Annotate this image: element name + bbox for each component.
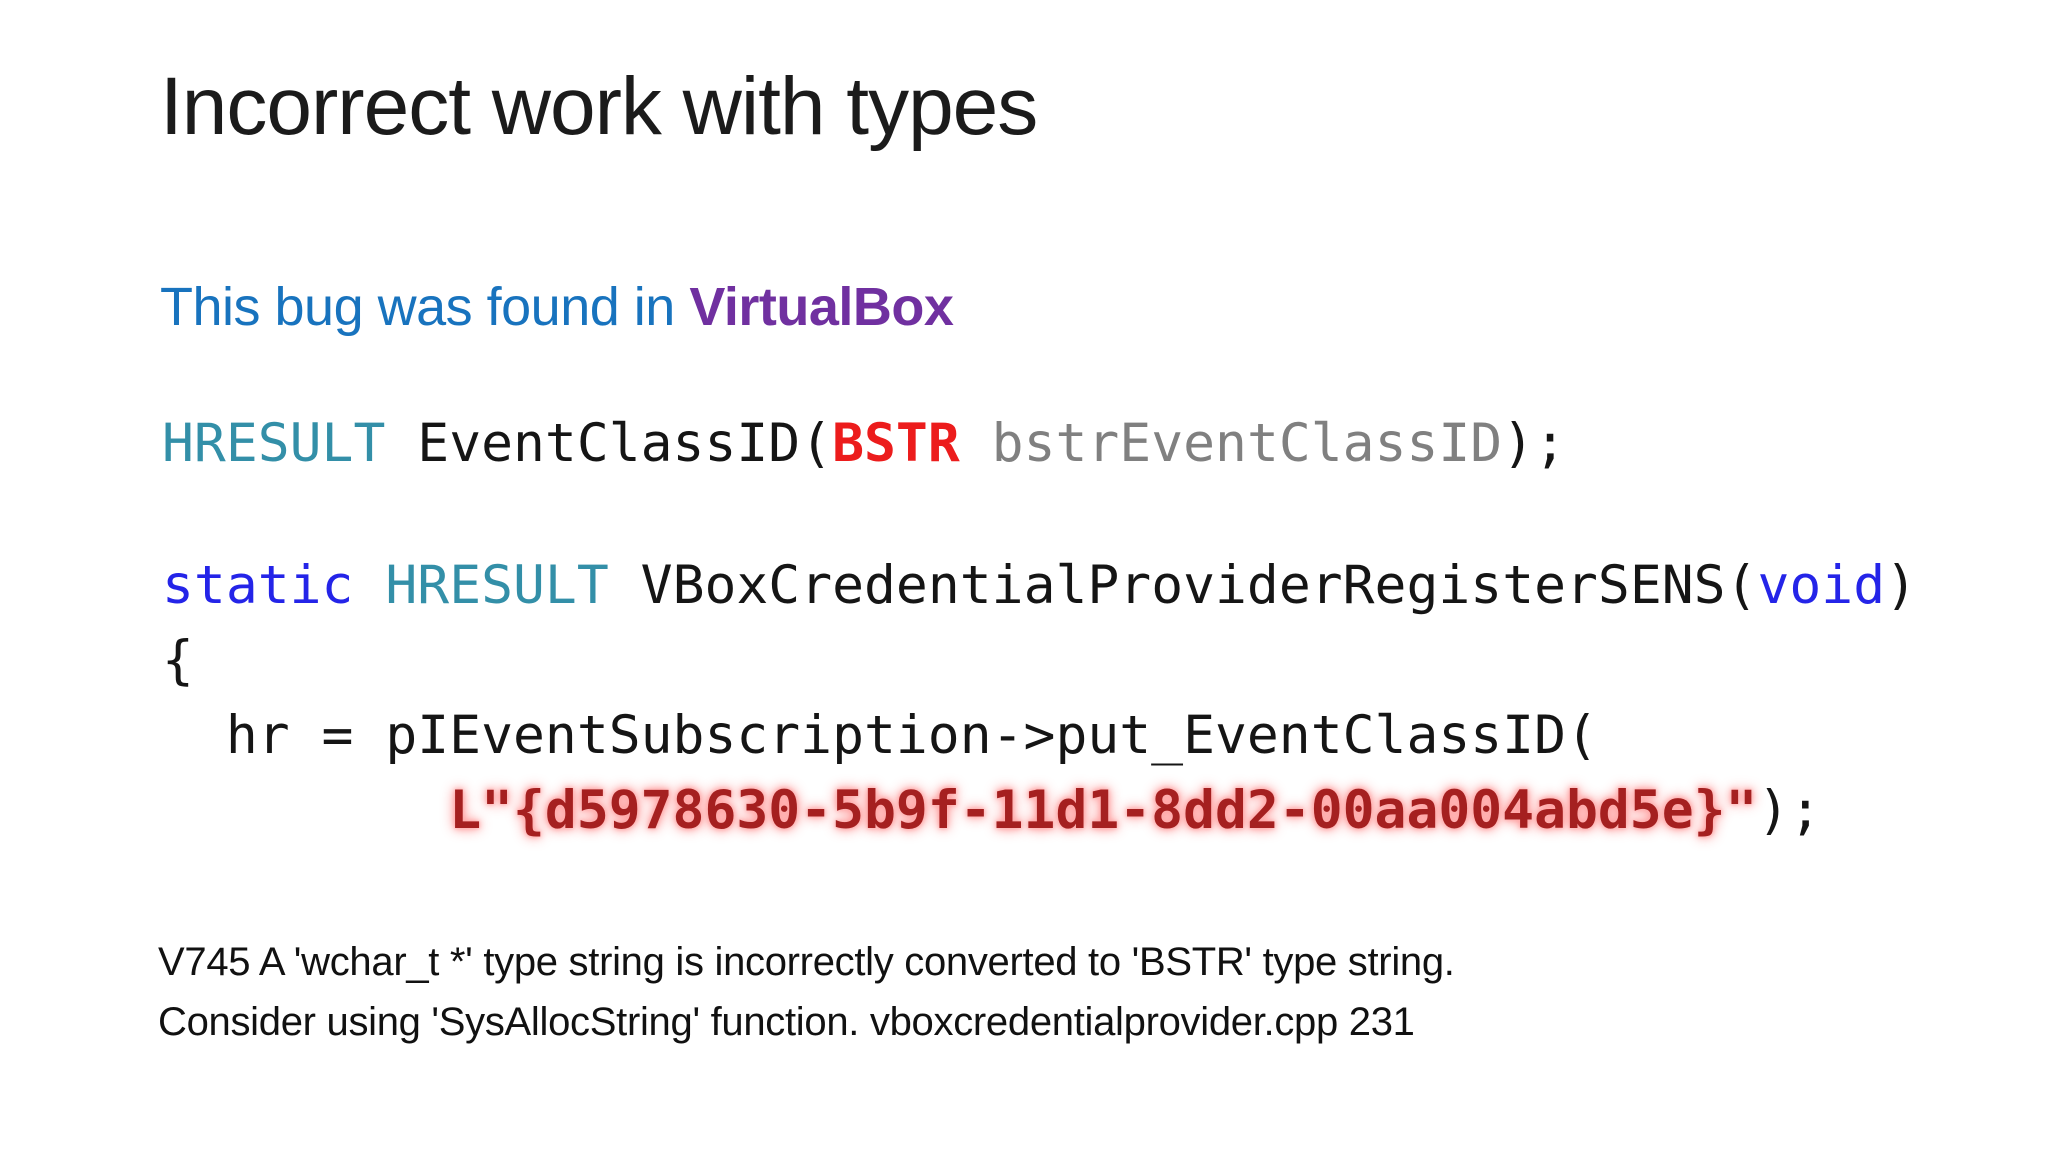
- code-token-plain: VBoxCredentialProviderRegisterSENS(: [608, 555, 1758, 616]
- code-line: L"{d5978630-5b9f-11d1-8dd2-00aa004abd5e}…: [162, 773, 1917, 848]
- code-line: {: [162, 623, 1917, 698]
- code-token-plain: [353, 555, 385, 616]
- code-token-glow: L"{d5978630-5b9f-11d1-8dd2-00aa004abd5e}…: [449, 780, 1758, 841]
- code-token-gray: bstrEventClassID: [991, 413, 1503, 474]
- code-token-type: HRESULT: [162, 413, 386, 474]
- analyzer-message-line2: Consider using 'SysAllocString' function…: [158, 1000, 1415, 1044]
- code-token-plain: );: [1502, 413, 1567, 474]
- code-token-plain: ): [1885, 555, 1918, 616]
- code-token-plain: hr = pIEventSubscription->put_EventClass…: [162, 705, 1598, 766]
- subtitle: This bug was found in VirtualBox: [160, 276, 954, 338]
- code-declaration: HRESULT EventClassID(BSTR bstrEventClass…: [162, 412, 1566, 476]
- slide-title: Incorrect work with types: [160, 61, 1038, 152]
- code-line: hr = pIEventSubscription->put_EventClass…: [162, 698, 1917, 773]
- code-token-type: HRESULT: [385, 555, 609, 616]
- analyzer-message-line1: V745 A 'wchar_t *' type string is incorr…: [158, 940, 1455, 984]
- code-token-plain: [162, 780, 449, 841]
- code-token-kw: void: [1757, 555, 1886, 616]
- code-token-kw: static: [162, 555, 354, 616]
- code-snippet: static HRESULT VBoxCredentialProviderReg…: [162, 548, 1917, 848]
- code-token-err: BSTR: [832, 413, 960, 474]
- analyzer-message: V745 A 'wchar_t *' type string is incorr…: [158, 932, 1455, 1052]
- subtitle-prefix: This bug was found in: [160, 277, 690, 337]
- code-line: static HRESULT VBoxCredentialProviderReg…: [162, 548, 1917, 623]
- code-token-plain: EventClassID(: [385, 413, 833, 474]
- product-name: VirtualBox: [689, 277, 954, 337]
- code-token-plain: [960, 413, 992, 474]
- code-token-plain: {: [162, 630, 194, 691]
- code-token-plain: );: [1757, 780, 1822, 841]
